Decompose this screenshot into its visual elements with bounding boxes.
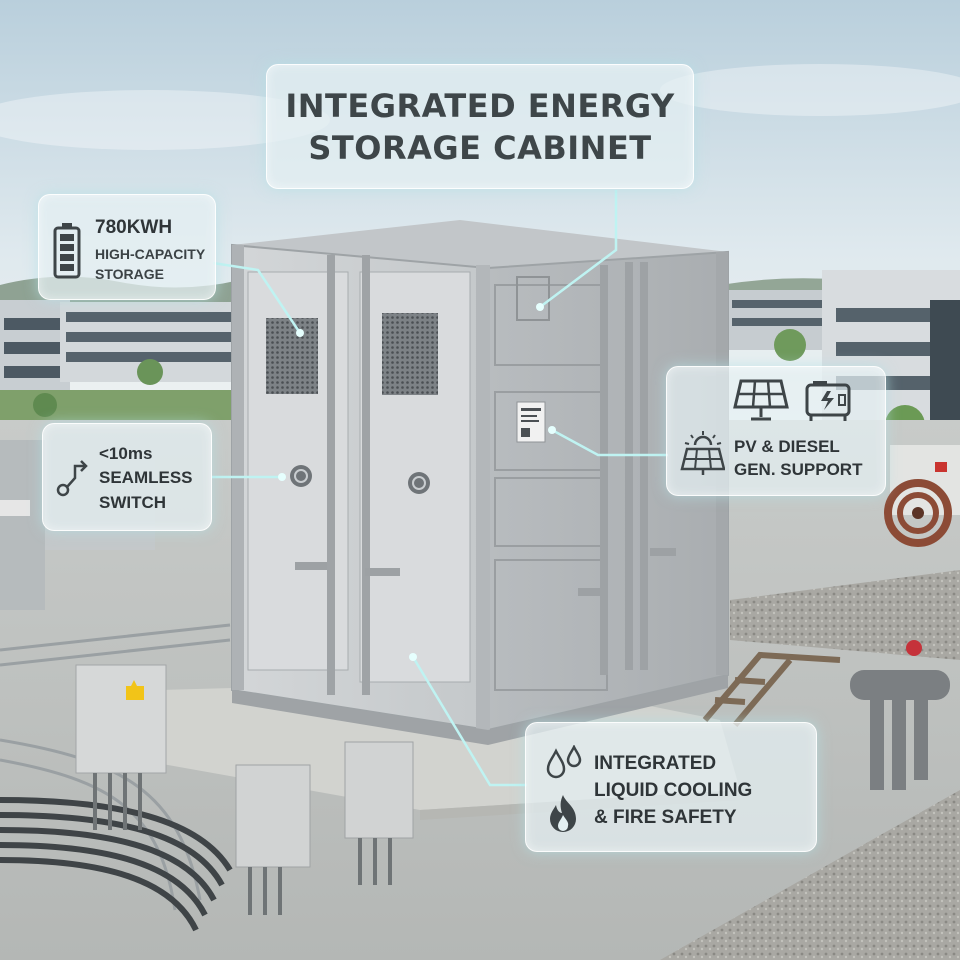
solar-sun-icon (680, 431, 725, 475)
cooling-line-1: INTEGRATED (594, 753, 717, 774)
cooling-line-2: LIQUID COOLING (594, 780, 753, 801)
capacity-value: 780KWH (95, 217, 173, 238)
switch-icon (56, 460, 88, 497)
switch-line-1: <10ms (99, 444, 153, 463)
capacity-line-1: HIGH-CAPACITY (95, 246, 206, 262)
switch-card: <10ms SEAMLESS SWITCH (42, 423, 212, 531)
pv-diesel-card: PV & DIESEL GEN. SUPPORT (666, 366, 886, 496)
capacity-card: 780KWH HIGH-CAPACITY STORAGE (38, 194, 216, 300)
flame-icon (550, 795, 576, 832)
solar-panel-icon (733, 379, 789, 421)
cooling-line-3: & FIRE SAFETY (594, 807, 737, 828)
title-line-1: INTEGRATED ENERGY (285, 86, 675, 125)
pv-line-2: GEN. SUPPORT (734, 460, 863, 479)
capacity-line-2: STORAGE (95, 266, 164, 282)
generator-icon (805, 381, 851, 421)
pv-line-1: PV & DIESEL (734, 437, 840, 456)
battery-icon (53, 223, 81, 279)
switch-line-3: SWITCH (99, 493, 167, 512)
cooling-card: INTEGRATED LIQUID COOLING & FIRE SAFETY (525, 722, 817, 852)
switch-line-2: SEAMLESS (99, 468, 193, 487)
water-drops-icon (546, 745, 582, 779)
title-line-2: STORAGE CABINET (308, 128, 652, 167)
title-card: INTEGRATED ENERGY STORAGE CABINET (266, 64, 694, 189)
